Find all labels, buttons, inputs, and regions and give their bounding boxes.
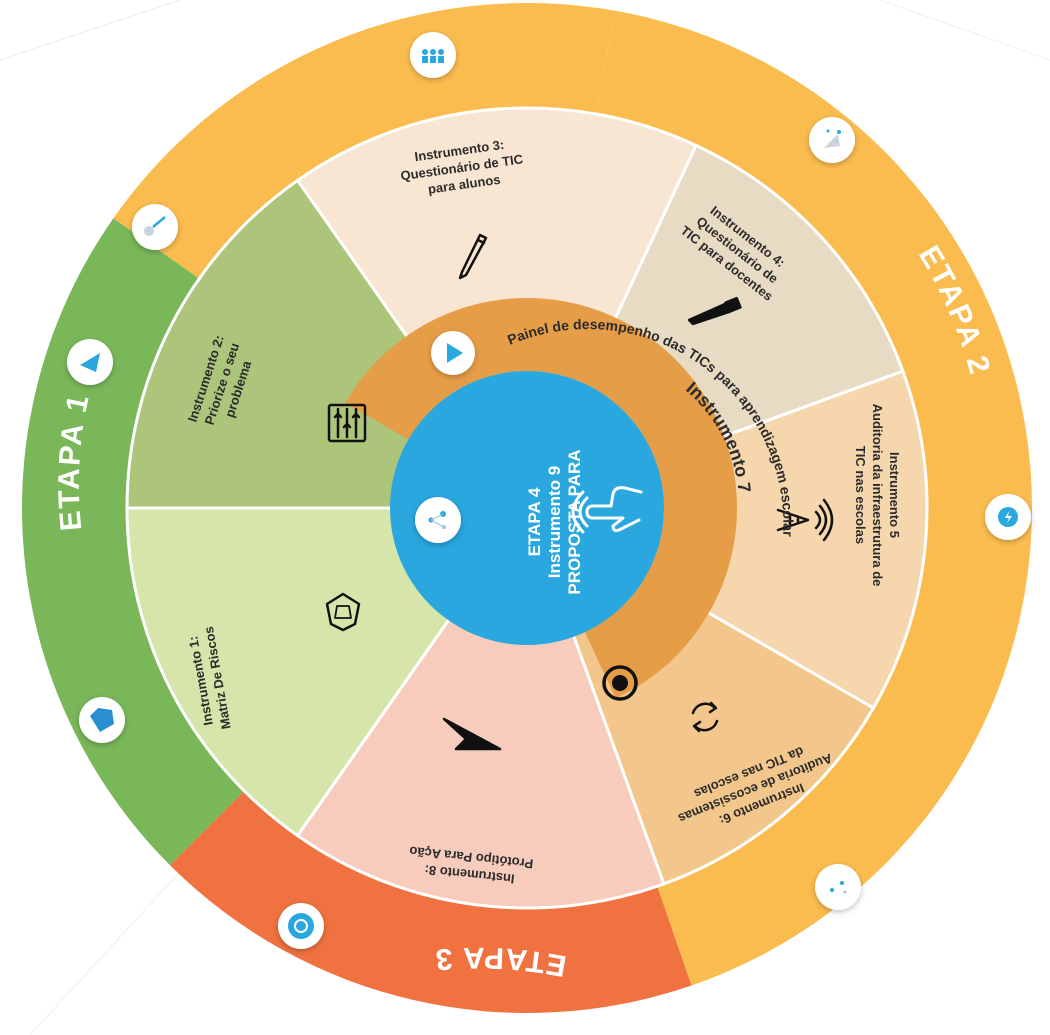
- triangle-icon: [67, 339, 113, 385]
- center-text: ETAPA 4Instrumento 9PROPOSTA PARA: [525, 449, 584, 594]
- dots-icon: [815, 864, 861, 910]
- refresh-icon: [691, 701, 719, 733]
- sliders-icon: [327, 403, 367, 443]
- antenna-icon: [776, 498, 834, 542]
- sparkle-icon: [809, 117, 855, 163]
- etapa3-ring: [169, 790, 692, 1013]
- instrument7-ring: [345, 298, 738, 699]
- etapa2-ring-top: [113, 3, 615, 279]
- center-line: Instrumento 9: [545, 466, 564, 578]
- pen-icon: [687, 296, 742, 326]
- center-line: PROPOSTA PARA: [565, 449, 584, 594]
- seg8-sector: [295, 504, 666, 910]
- etapa2-ring: [596, 10, 1032, 986]
- shield-icon: [325, 592, 361, 632]
- center-line: ETAPA 4: [525, 487, 544, 556]
- network-icon: [415, 497, 461, 543]
- touch-hand-icon: [571, 486, 643, 534]
- play-icon: [431, 331, 475, 375]
- gem-icon: [79, 697, 125, 743]
- bolt-icon: [985, 494, 1031, 540]
- people-icon: [410, 32, 456, 78]
- target-badge-icon: [278, 903, 324, 949]
- ring-icons: [67, 32, 1031, 949]
- record-icon: [602, 665, 638, 701]
- seg5-label: Instrumento 5Auditoria da infraestrutura…: [853, 404, 902, 587]
- center-hub: ETAPA 4Instrumento 9PROPOSTA PARA: [390, 371, 664, 645]
- key-icon: [132, 204, 178, 250]
- paper-plane-icon: [442, 717, 502, 751]
- pencil-icon: [458, 233, 488, 280]
